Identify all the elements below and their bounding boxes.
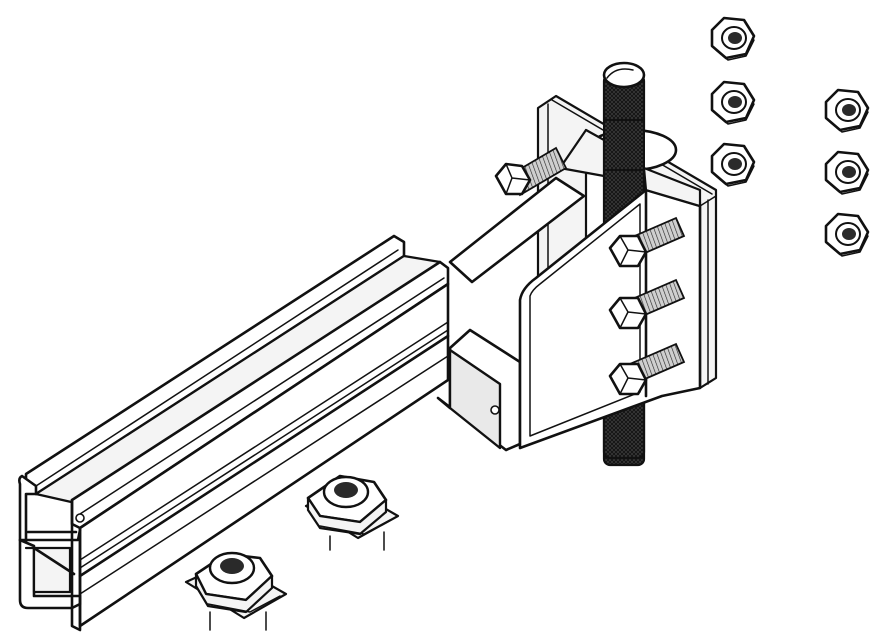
channel-spring-nut-2 [184,551,288,631]
front-plate [518,188,702,450]
hex-bolt-2 [608,278,686,330]
hex-bolt-upper [494,146,568,197]
hex-bolt-1 [608,216,686,268]
hex-nut-2 [710,80,756,125]
channel-end-upper [18,474,38,546]
channel-hole [75,513,85,523]
hex-nut-4 [824,88,870,133]
double-strut-channel [18,234,450,632]
channel-spring-nut-1 [304,474,400,551]
hex-nut-1 [710,16,756,61]
hex-bolt-3 [608,342,686,396]
rod-top-end [602,61,646,89]
hex-nut-6 [824,212,870,257]
bracket-hole [490,405,500,415]
hex-nut-3 [710,142,756,187]
hex-nut-5 [824,150,870,195]
upper-arm [448,176,586,284]
u-bracket-clamp [436,94,718,460]
